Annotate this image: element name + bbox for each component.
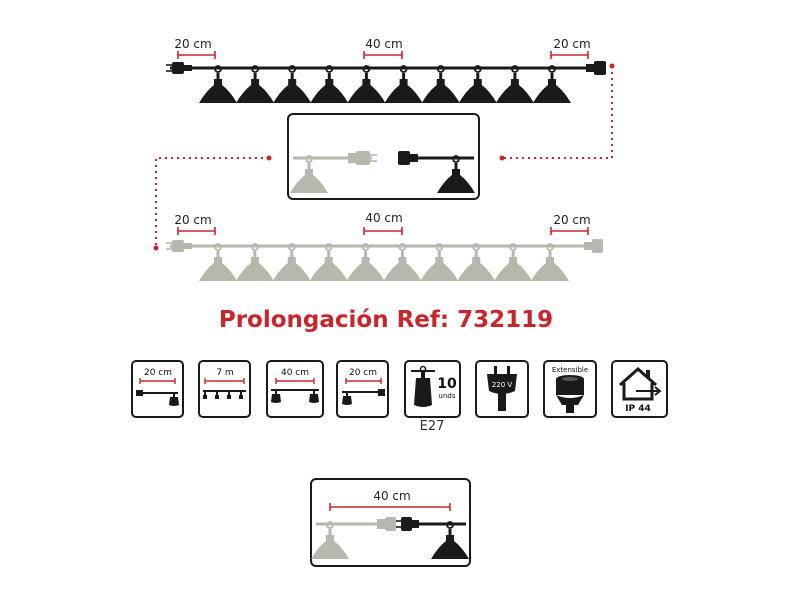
top-bulb-5 <box>346 65 387 104</box>
icon-bulb-count-number: 10 <box>437 376 457 392</box>
icon-ip-rating-label: IP 44 <box>625 404 651 414</box>
bottom-bulb-5 <box>345 243 386 282</box>
top-bulb-4 <box>309 65 350 104</box>
bottom-bulb-3 <box>271 243 312 282</box>
bottom-bulb-10 <box>530 243 570 282</box>
bottom-string-light: 20 cm 40 cm 20 cm <box>166 211 603 282</box>
bottom-bulb-4 <box>308 243 349 282</box>
top-dim-left-label: 20 cm <box>174 37 211 51</box>
bottom-bulb-1 <box>198 243 238 282</box>
icon-bulb-count-unit: unds <box>439 392 456 400</box>
bottom-bulb-9 <box>493 243 533 282</box>
icon-total-length-label: 7 m <box>216 368 233 378</box>
top-bulb-1 <box>198 65 238 104</box>
top-dim-mid-label: 40 cm <box>365 37 402 51</box>
icon-start-length-label: 20 cm <box>144 368 172 378</box>
bottom-dim-left: 20 cm <box>174 213 216 235</box>
bottom-dim-mid-label: 40 cm <box>365 211 402 225</box>
icon-end-length-label: 20 cm <box>349 368 377 378</box>
top-bulbs <box>198 65 572 104</box>
top-string-light: 20 cm 40 cm 20 cm <box>166 37 606 104</box>
top-plug-male <box>166 62 192 74</box>
icon-voltage-plug: 220 V <box>475 360 529 418</box>
bottom-plug-female <box>584 239 603 253</box>
top-dim-left: 20 cm <box>174 37 216 59</box>
icon-voltage-label: 220 V <box>492 381 513 389</box>
top-bulb-9 <box>495 65 535 104</box>
bottom-dim-right-label: 20 cm <box>553 213 590 227</box>
top-bulb-10 <box>532 65 572 104</box>
top-dim-right-label: 20 cm <box>553 37 590 51</box>
spacing-detail-label: 40 cm <box>373 489 410 503</box>
icon-bulb-socket-caption: E27 <box>420 419 445 434</box>
bottom-plug-male <box>166 240 192 252</box>
connector-right <box>502 66 613 159</box>
icon-end-length: 20 cm <box>336 360 389 418</box>
icon-extensible-label: Extensible <box>552 366 588 374</box>
top-bulb-6 <box>383 65 424 104</box>
icon-bulb-spacing-label: 40 cm <box>281 368 309 378</box>
icon-extensible: Extensible <box>543 360 597 418</box>
icon-total-length: 7 m <box>198 360 251 418</box>
icon-ip-rating: IP 44 <box>611 360 668 418</box>
top-bulb-2 <box>235 65 276 104</box>
bottom-bulb-2 <box>234 243 275 282</box>
connector-left <box>155 157 269 248</box>
bottom-bulb-8 <box>456 243 497 282</box>
top-bulb-8 <box>457 65 498 104</box>
top-bulb-7 <box>420 65 461 104</box>
top-bulb-3 <box>272 65 313 104</box>
bottom-bulbs <box>198 243 570 282</box>
product-title: Prolongación Ref: 732119 <box>219 307 553 333</box>
top-plug-female <box>586 61 606 75</box>
connection-detail-box <box>287 113 480 200</box>
spacing-detail-box: 40 cm <box>310 478 471 567</box>
top-dim-right: 20 cm <box>550 37 591 59</box>
icon-bulb-count: 10 unds <box>404 360 461 418</box>
bottom-dim-left-label: 20 cm <box>174 213 211 227</box>
bottom-bulb-7 <box>419 243 460 282</box>
icon-bulb-spacing: 40 cm <box>266 360 324 418</box>
bottom-dim-mid: 40 cm <box>363 211 403 235</box>
bottom-dim-right: 20 cm <box>550 213 591 235</box>
icon-start-length: 20 cm <box>131 360 184 418</box>
bottom-bulb-6 <box>382 243 423 282</box>
top-dim-mid: 40 cm <box>363 37 403 59</box>
